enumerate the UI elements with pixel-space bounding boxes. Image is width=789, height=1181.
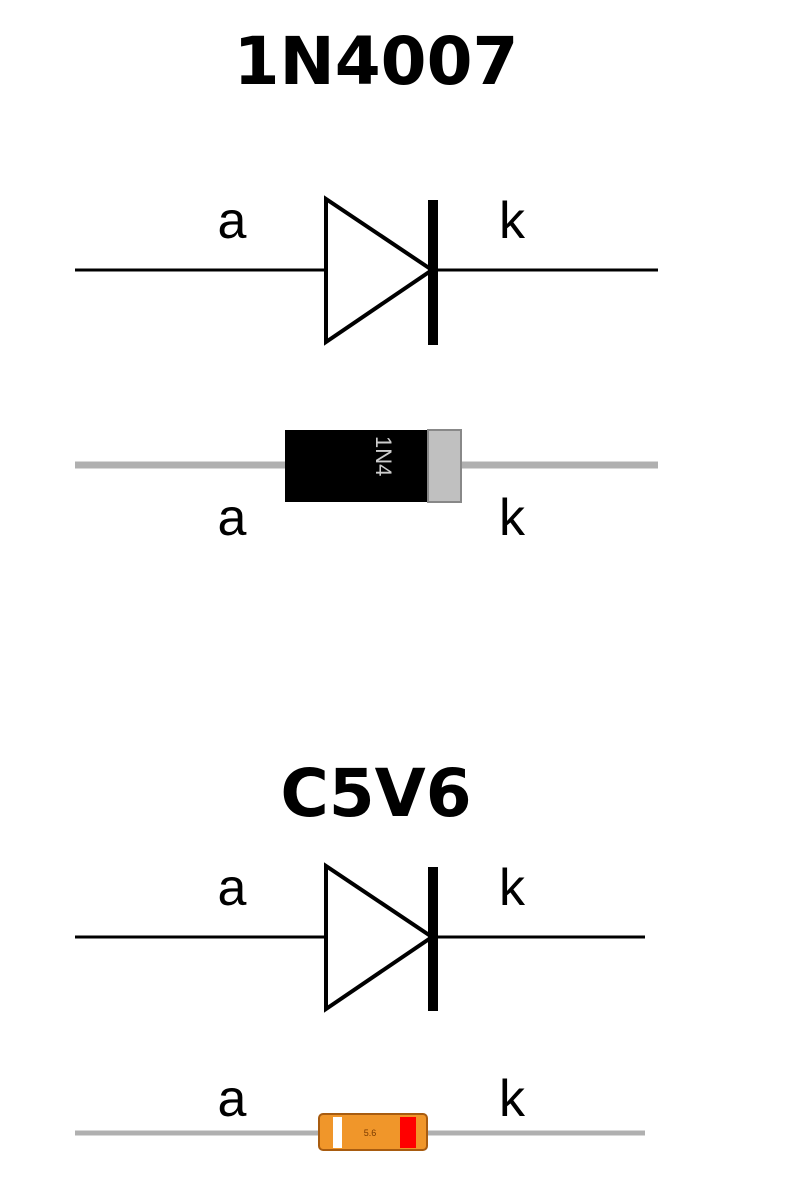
cathode-band [400,1117,416,1148]
section-c5v6: C5V6 a k 5.6 a k [75,755,645,1151]
cathode-label: k [499,192,526,250]
diode-symbol: a k [75,192,658,346]
cathode-bar [428,867,438,1011]
anode-label: a [218,859,247,917]
white-band [333,1117,342,1148]
diode-symbol: a k [75,859,645,1013]
anode-triangle [324,862,436,1013]
anode-triangle [324,195,436,346]
zener-package: 5.6 a k [75,1070,645,1151]
diode-package: 1N4 a k [75,429,658,547]
anode-label: a [218,1070,247,1128]
package-marking: 1N4 [371,436,396,476]
package-body [285,430,430,502]
cathode-label: k [499,859,526,917]
section-1n4007: 1N4007 a k 1N4 a k [75,23,658,547]
cathode-bar [428,200,438,345]
anode-label: a [218,489,247,547]
cathode-label: k [499,1070,526,1128]
component-title: 1N4007 [234,23,519,100]
anode-label: a [218,192,247,250]
package-marking: 5.6 [364,1128,377,1138]
cathode-label: k [499,489,526,547]
component-title: C5V6 [280,755,471,832]
cathode-band [427,429,462,503]
